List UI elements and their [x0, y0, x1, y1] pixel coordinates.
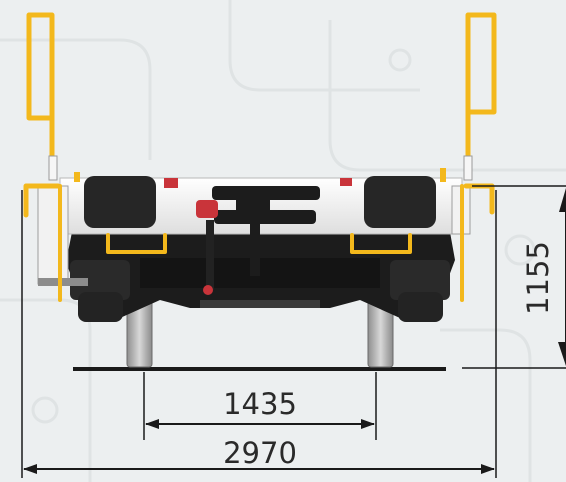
left-grab-handle	[26, 12, 55, 163]
right-step-bracket	[350, 233, 412, 254]
left-step-bracket	[106, 233, 167, 254]
height-arrow-top	[559, 188, 566, 212]
left-corner-rail	[23, 183, 61, 218]
right-grab-handle	[465, 12, 497, 163]
undercarriage	[66, 232, 455, 322]
coupler	[206, 186, 320, 290]
buffers	[84, 176, 436, 228]
handle-posts	[48, 155, 473, 182]
gauge-dimension: 1435	[145, 387, 375, 429]
width-dimension-label: 2970	[223, 436, 297, 470]
height-dimension: 1155	[521, 188, 566, 366]
gauge-dimension-label: 1435	[223, 387, 297, 421]
height-arrow-bottom	[558, 342, 566, 366]
width-dimension: 2970	[23, 436, 495, 474]
end-beam	[37, 185, 69, 285]
red-accents	[164, 178, 352, 295]
extension-lines	[21, 185, 566, 478]
right-buffer	[364, 176, 436, 228]
height-dimension-label: 1155	[521, 241, 555, 315]
left-buffer	[84, 176, 156, 228]
left-step	[38, 278, 88, 286]
